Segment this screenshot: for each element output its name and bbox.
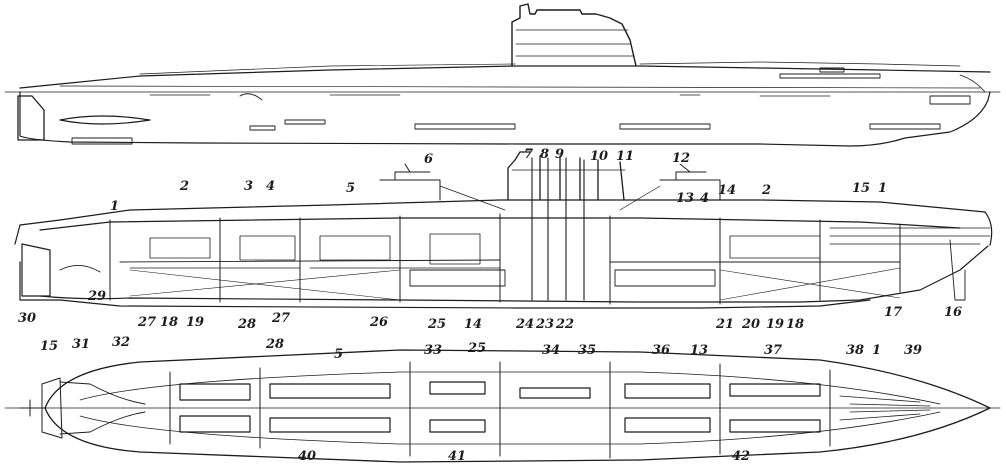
callout-label: 40 xyxy=(298,449,317,464)
callout-label: 4 xyxy=(266,179,276,194)
callout-label: 33 xyxy=(424,343,443,358)
callout-label: 1 xyxy=(872,343,882,358)
plan-view xyxy=(4,349,1001,463)
callout-label: 37 xyxy=(764,343,783,358)
callout-label: 17 xyxy=(884,305,903,320)
callout-label: 27 xyxy=(272,311,291,326)
callout-label: 28 xyxy=(238,317,257,332)
callout-label: 41 xyxy=(448,449,467,464)
callout-label: 15 xyxy=(852,181,871,196)
callout-label: 35 xyxy=(578,343,597,358)
callout-label: 7 xyxy=(524,147,534,162)
callout-label: 3 xyxy=(244,179,254,194)
callout-label: 32 xyxy=(112,335,131,350)
callout-label: 1 xyxy=(110,199,120,214)
callout-label: 19 xyxy=(766,317,785,332)
callout-label: 42 xyxy=(732,449,751,464)
inboard-profile xyxy=(14,151,993,309)
callout-label: 14 xyxy=(464,317,483,332)
callout-label: 15 xyxy=(40,339,59,354)
callout-label: 1 xyxy=(878,181,888,196)
callout-label: 27 xyxy=(138,315,157,330)
callout-label: 36 xyxy=(652,343,671,358)
callout-label: 18 xyxy=(160,315,179,330)
callout-label: 12 xyxy=(672,151,691,166)
callout-label: 5 xyxy=(346,181,356,196)
callout-label: 28 xyxy=(266,337,285,352)
callout-label: 21 xyxy=(716,317,735,332)
callout-label: 26 xyxy=(370,315,389,330)
callout-label: 19 xyxy=(186,315,205,330)
callout-label: 18 xyxy=(786,317,805,332)
callout-label: 39 xyxy=(904,343,923,358)
callout-label: 24 xyxy=(516,317,535,332)
callout-label: 34 xyxy=(542,343,561,358)
callout-label: 38 xyxy=(846,343,865,358)
callout-label: 13 xyxy=(676,191,695,206)
callout-label: 2 xyxy=(180,179,190,194)
callout-label: 31 xyxy=(72,337,91,352)
callout-label: 5 xyxy=(334,347,344,362)
callout-label: 9 xyxy=(555,147,565,162)
callout-label: 10 xyxy=(590,149,609,164)
callout-label: 29 xyxy=(88,289,107,304)
callout-label: 25 xyxy=(468,341,487,356)
callout-label: 11 xyxy=(616,149,635,164)
callout-label: 2 xyxy=(762,183,772,198)
external-profile xyxy=(4,3,1001,147)
callout-label: 25 xyxy=(428,317,447,332)
callout-label: 30 xyxy=(18,311,37,326)
callout-label: 22 xyxy=(556,317,575,332)
callout-label: 23 xyxy=(536,317,555,332)
callout-label: 16 xyxy=(944,305,963,320)
callout-label: 8 xyxy=(540,147,550,162)
callout-label: 6 xyxy=(424,152,434,167)
callout-label: 20 xyxy=(742,317,761,332)
callout-label: 13 xyxy=(690,343,709,358)
callout-label: 4 xyxy=(700,191,710,206)
callout-label: 14 xyxy=(718,183,737,198)
